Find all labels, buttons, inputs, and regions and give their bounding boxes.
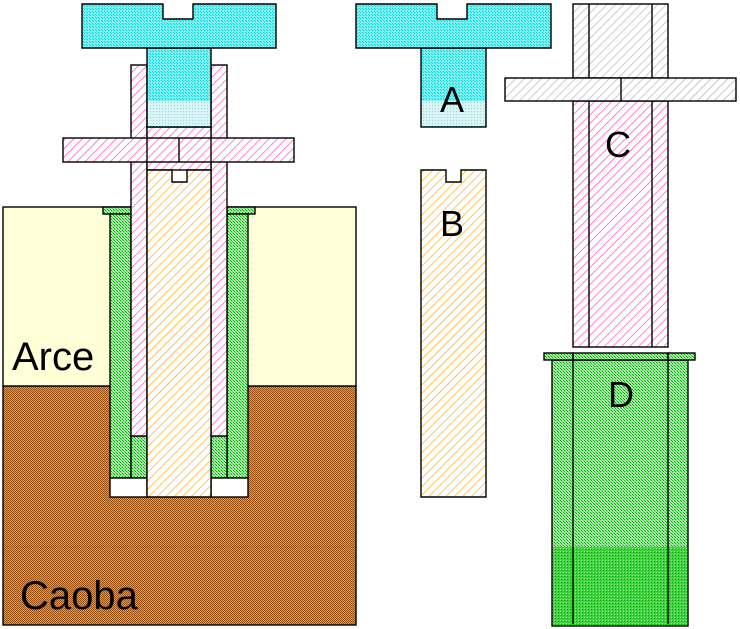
- tube-wall-right: [210, 64, 228, 437]
- bushing-wall-right: [226, 213, 249, 479]
- maple-label: Arce: [12, 335, 94, 379]
- bushing-flange-right: [226, 206, 256, 215]
- t-screw-head: [81, 3, 277, 49]
- part-c: C: [504, 3, 737, 348]
- part-b: B: [420, 169, 487, 498]
- part-a-label: A: [440, 79, 464, 120]
- part-d-label: D: [608, 374, 634, 415]
- part-d: D: [543, 352, 696, 627]
- part-a: A: [355, 3, 552, 128]
- bushing-flange-left: [102, 206, 132, 215]
- gap-left: [109, 477, 148, 498]
- bushing-wall-left: [109, 213, 132, 479]
- gap-right: [210, 477, 249, 498]
- part-c-label: C: [605, 124, 631, 165]
- rod: [146, 169, 212, 498]
- assembled-view: Arce Caoba: [2, 3, 357, 626]
- mahogany-label: Caoba: [20, 574, 139, 618]
- tube-wall-left: [130, 64, 148, 437]
- part-b-label: B: [440, 203, 464, 244]
